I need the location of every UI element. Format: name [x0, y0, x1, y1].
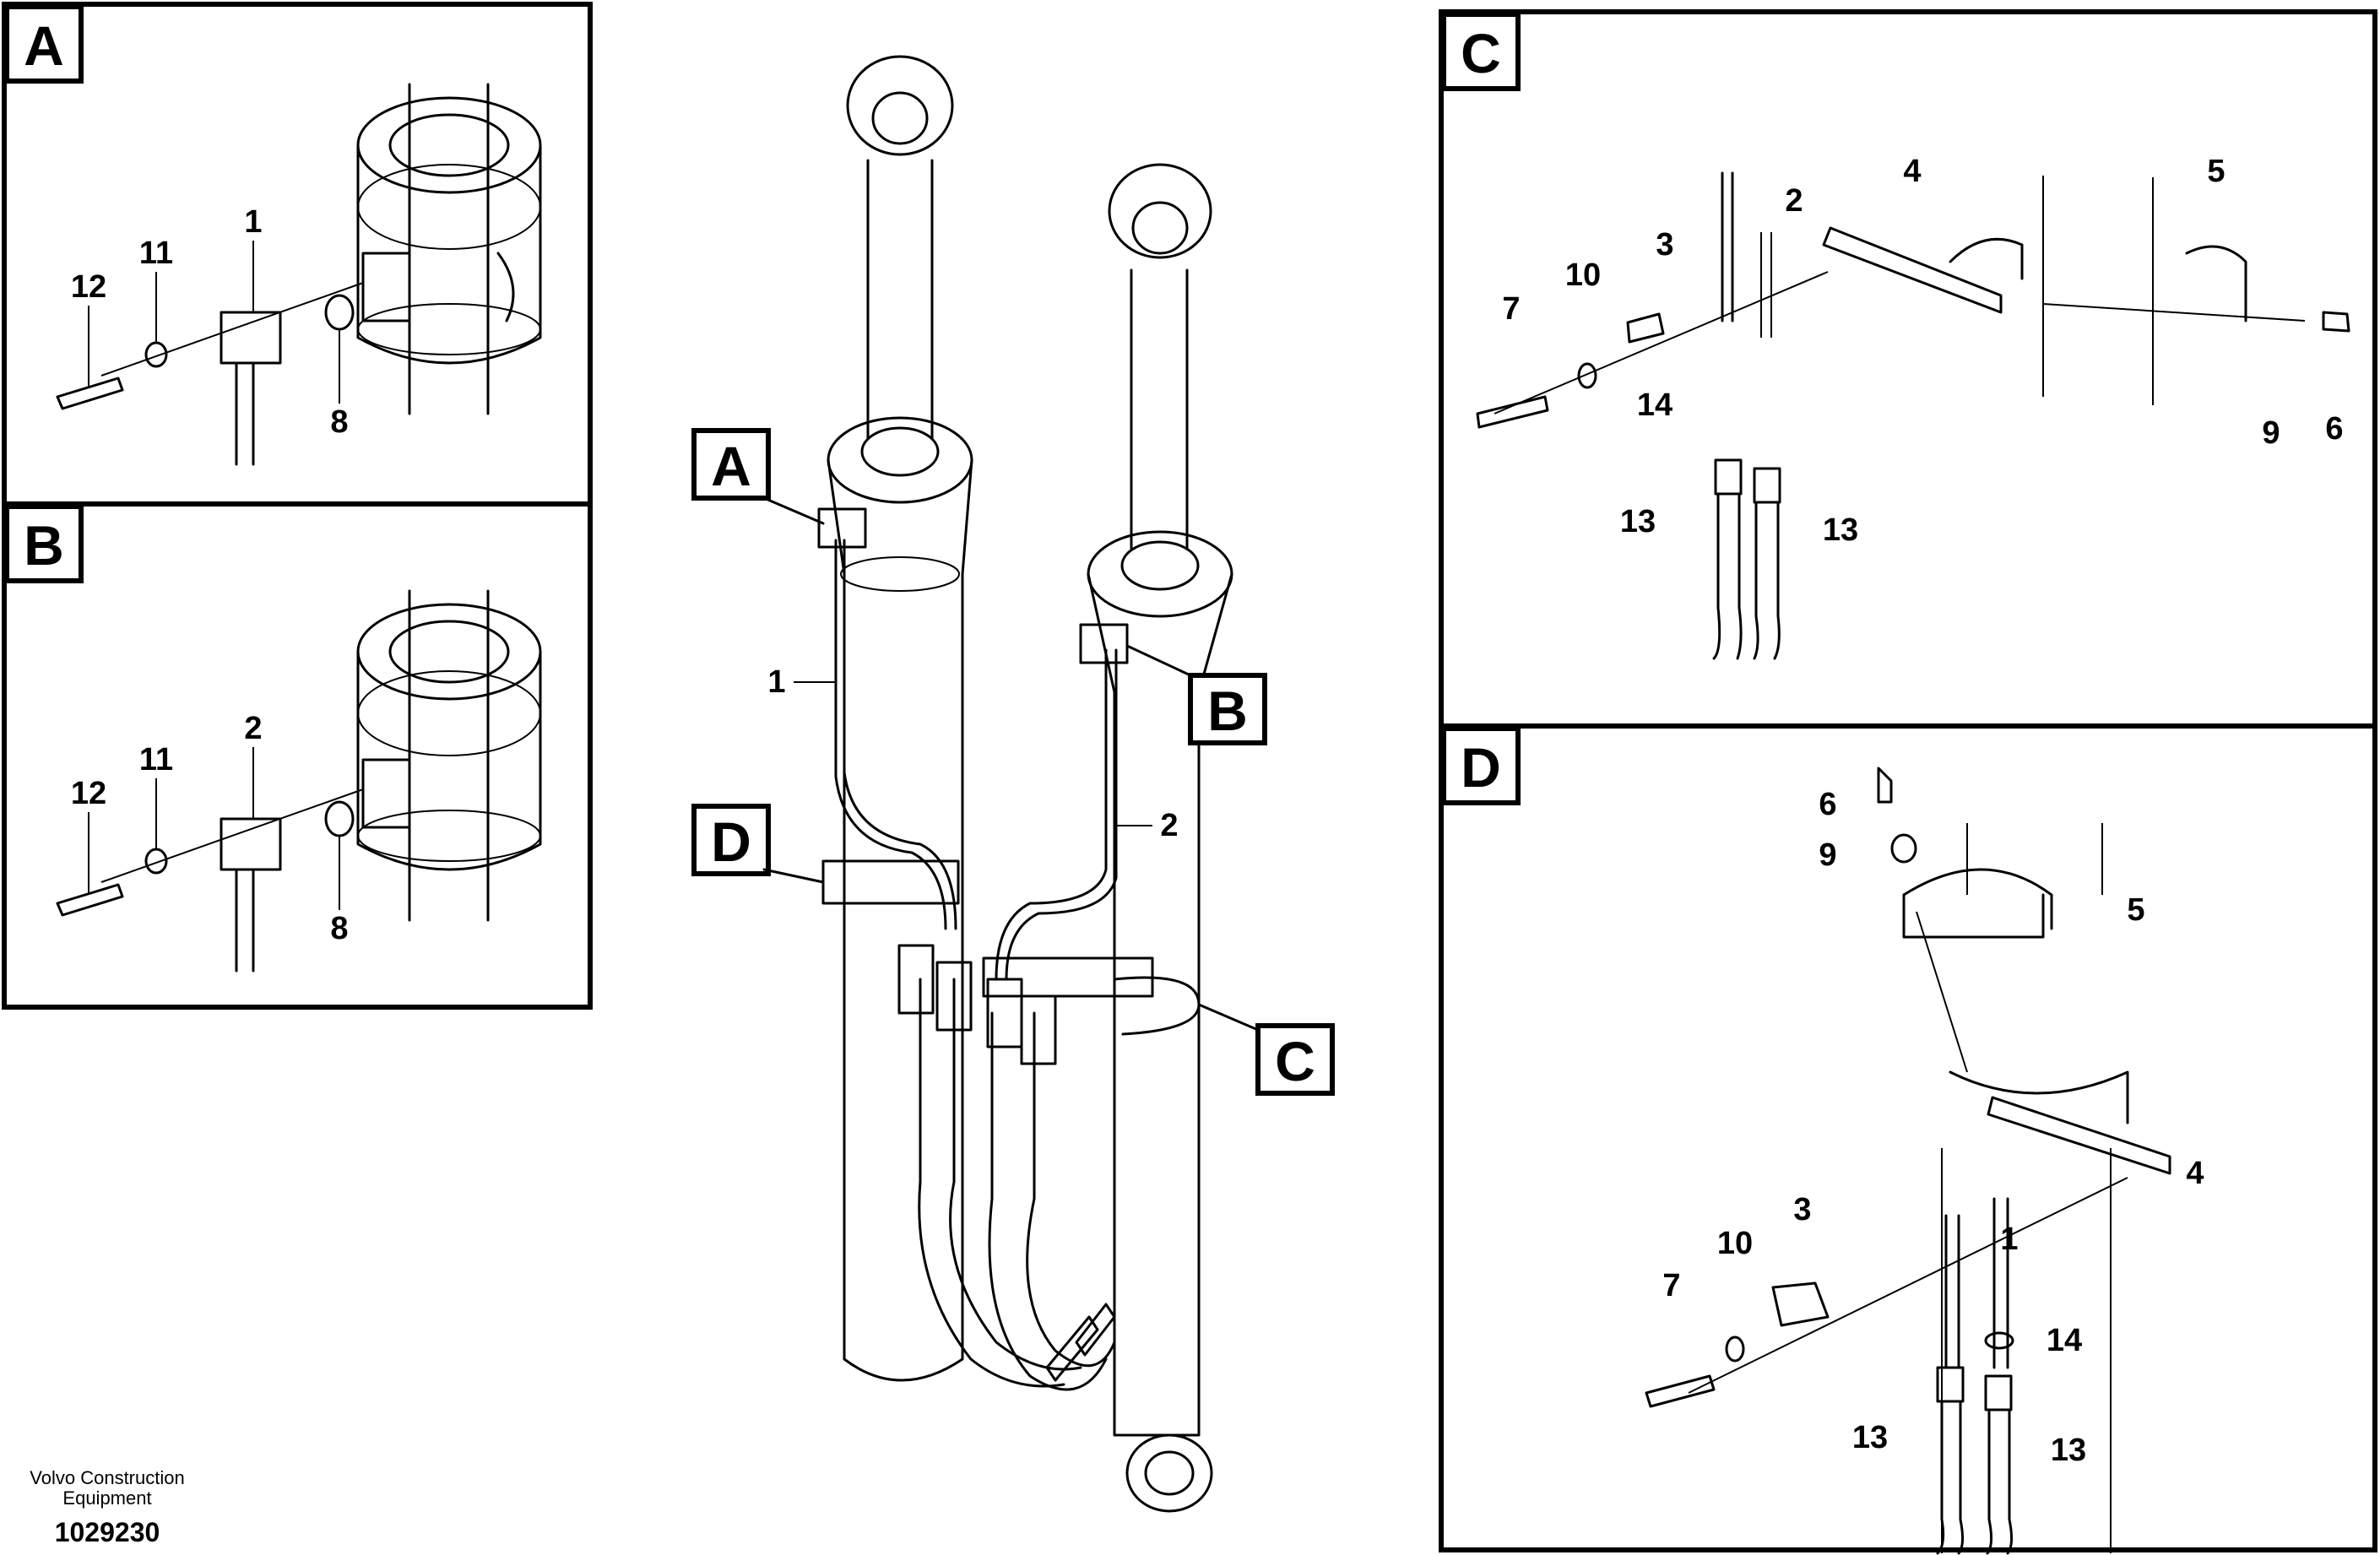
panel-a-tag: A	[24, 14, 64, 77]
callout-b: B	[1125, 644, 1267, 745]
part-label-2-b: 2	[244, 711, 262, 746]
d-label-7: 7	[1662, 1268, 1680, 1303]
hose-fitting-block-a	[56, 282, 364, 466]
d-label-3: 3	[1793, 1192, 1811, 1227]
c-label-13-right: 13	[1823, 512, 1858, 548]
d-label-5: 5	[2127, 892, 2144, 928]
hose-label-1: 1	[767, 664, 785, 700]
part-label-8-b: 8	[330, 911, 348, 946]
callout-a-label: A	[711, 435, 751, 497]
hose-label-2: 2	[1160, 808, 1178, 843]
fitting-block-b	[1079, 623, 1129, 664]
cylinder-head-a	[356, 83, 542, 415]
fitting-block-a	[817, 507, 867, 549]
hose-routing	[834, 539, 1118, 1391]
c-label-13-left: 13	[1620, 504, 1656, 539]
c-label-2: 2	[1785, 183, 1803, 219]
part-label-8-a: 8	[330, 404, 348, 440]
detail-panel-a: A 1 11 12 8	[2, 2, 593, 507]
c-label-3: 3	[1656, 227, 1673, 263]
d-label-9: 9	[1819, 837, 1836, 873]
footer: Volvo Construction Equipment 1029230	[30, 1467, 184, 1547]
d-label-10: 10	[1717, 1226, 1753, 1261]
right-cylinder	[1087, 163, 1233, 1513]
drawing-number: 1029230	[55, 1517, 160, 1547]
cylinder-head-b	[356, 589, 542, 922]
d-label-13-left: 13	[1852, 1420, 1888, 1455]
clamp-brackets	[821, 859, 1201, 1065]
company-line-1: Volvo Construction	[30, 1467, 184, 1488]
c-label-7: 7	[1502, 291, 1520, 327]
d-label-1: 1	[2000, 1222, 2018, 1257]
clamp-assembly-c	[1476, 171, 2350, 660]
hose-fitting-block-b	[56, 788, 364, 973]
panel-b-tag: B	[24, 514, 64, 577]
left-cylinder	[827, 55, 973, 1382]
boom-cylinders-assembly	[817, 55, 1233, 1513]
part-label-1-a: 1	[244, 204, 262, 240]
callout-c: C	[1197, 1003, 1335, 1096]
panel-d-tag: D	[1461, 736, 1501, 799]
detail-panel-b: B 2 11 12 8	[2, 501, 593, 1010]
c-label-6: 6	[2325, 411, 2343, 447]
d-label-14: 14	[2047, 1323, 2082, 1358]
callout-b-label: B	[1207, 680, 1248, 742]
part-label-11-b: 11	[139, 742, 173, 778]
c-label-14: 14	[1637, 387, 1673, 423]
callout-c-label: C	[1275, 1030, 1315, 1092]
detail-panel-c: C 2 3 4 5 6 7 9	[1439, 9, 2377, 729]
detail-panel-d: D 1	[1439, 723, 2377, 1555]
d-label-6: 6	[1819, 787, 1836, 822]
c-label-9: 9	[2262, 415, 2280, 451]
c-label-4: 4	[1903, 154, 1921, 189]
part-label-12-b: 12	[71, 776, 106, 811]
callout-a: A	[691, 428, 825, 525]
d-label-4: 4	[2186, 1156, 2204, 1191]
c-label-10: 10	[1565, 257, 1601, 293]
clamp-assembly-d	[1645, 767, 2171, 1555]
d-label-13-right: 13	[2051, 1433, 2086, 1468]
panel-c-tag: C	[1461, 22, 1501, 84]
part-label-11-a: 11	[139, 236, 173, 271]
callout-d-label: D	[711, 810, 751, 873]
company-line-2: Equipment	[62, 1487, 151, 1509]
c-label-5: 5	[2207, 154, 2225, 189]
part-label-12-a: 12	[71, 269, 106, 305]
callout-d: D	[691, 804, 825, 884]
